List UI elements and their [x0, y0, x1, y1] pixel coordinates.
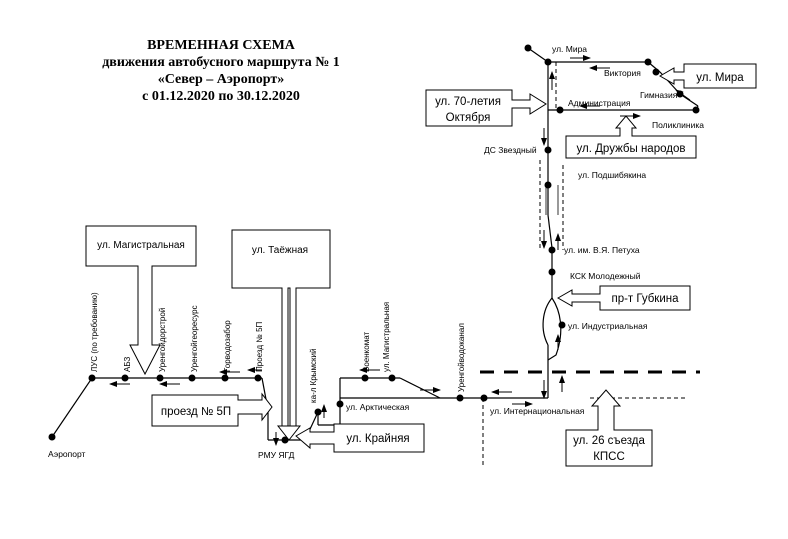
stop-arkticheskaya [336, 400, 344, 408]
label-podshibyakina: ул. Подшибякина [578, 170, 646, 180]
stop-urengoygeoresurs [188, 374, 196, 382]
label-ksk: КСК Молодежный [570, 271, 641, 281]
stop-rmu [281, 436, 289, 444]
callout-oktyabrya-line1: ул. 70-летия [435, 96, 501, 108]
label-krymsky: ка-л Крымский [309, 349, 318, 403]
title-line-1: ВРЕМЕННАЯ СХЕМА [147, 38, 296, 53]
label-gimnaziya: Гимназия [640, 90, 678, 100]
callout-gubkina-text: пр-т Губкина [611, 293, 679, 305]
label-lus: ЛУС (по требованию) [90, 292, 99, 372]
callout-druzhby-text: ул. Дружбы народов [577, 143, 686, 155]
callout-mira-text: ул. Мира [696, 72, 744, 84]
label-mira-top: ул. Мира [552, 44, 587, 54]
stop-petukha [548, 246, 556, 254]
label-poliklinika: Поликлиника [652, 120, 704, 130]
stop-internatsionalnaya [480, 394, 488, 402]
stop-industrialnaya [558, 321, 566, 329]
stop-urengoyvodokanal [456, 394, 464, 402]
label-administratsiya: Администрация [568, 98, 631, 108]
callout-kpss-line2: КПСС [593, 451, 625, 463]
callout-kpss: ул. 26 съезда КПСС [565, 389, 653, 467]
label-petukha: ул. им. В.Я. Петуха [564, 245, 640, 255]
stop-krymsky [314, 408, 322, 416]
label-airport: Аэропорт [48, 449, 86, 459]
label-abz: АБЗ [123, 357, 132, 372]
stop-administratsiya [556, 106, 564, 114]
label-viktoriya: Виктория [604, 68, 641, 78]
callout-gubkina: пр-т Губкина [556, 285, 691, 311]
label-voenkomat: Военкомат [362, 332, 371, 372]
stop-abz [121, 374, 129, 382]
stop-urengoydorstroy [156, 374, 164, 382]
callout-krainyaya-text: ул. Крайняя [346, 433, 409, 445]
label-magistralnaya: ул. Магистральная [382, 302, 391, 372]
callout-magistralnaya: ул. Магистральная [85, 225, 197, 376]
callout-taezhnaya-text: ул. Таёжная [252, 245, 308, 256]
title-line-2: движения автобусного маршрута № 1 [102, 55, 340, 70]
stop-viktoriya [644, 58, 652, 66]
title-line-4: с 01.12.2020 по 30.12.2020 [142, 89, 300, 104]
callout-magistralnaya-text: ул. Магистральная [97, 240, 185, 251]
stop-poliklinika [692, 106, 700, 114]
stop-airport [48, 433, 56, 441]
label-industrialnaya: ул. Индустриальная [568, 321, 648, 331]
label-urengoyvodokanal: Уренгойводоканал [457, 323, 466, 392]
stops [48, 44, 700, 444]
stop-proezd5p [254, 374, 262, 382]
label-gorvodozabor: Горводозабор [223, 320, 232, 372]
callout-kpss-line1: ул. 26 съезда [573, 435, 645, 447]
callout-taezhnaya: ул. Таёжная [231, 229, 331, 441]
callout-druzhby: ул. Дружбы народов [565, 115, 697, 159]
stop-voenkomat [361, 374, 369, 382]
stop-lus [88, 374, 96, 382]
callout-proezd5p: проезд № 5П [151, 392, 273, 427]
label-arkticheskaya: ул. Арктическая [346, 402, 410, 412]
callout-krainyaya: ул. Крайняя [295, 423, 425, 453]
stop-podshibyakina [544, 181, 552, 189]
dashed-lines [480, 62, 700, 465]
stop-gimnaziya [676, 90, 684, 98]
callout-proezd5p-text: проезд № 5П [161, 406, 231, 418]
title-line-3: «Север – Аэропорт» [158, 72, 285, 87]
stop-gorvodozabor [221, 374, 229, 382]
callout-oktyabrya-line2: Октября [446, 112, 491, 124]
label-urengoydorstroy: Уренгойдорстрой [158, 308, 167, 372]
stop-mira-top [524, 44, 532, 52]
stop-ds-zvezdny [544, 146, 552, 154]
callout-mira: ул. Мира [658, 63, 757, 89]
label-ds-zvezdny: ДС Звездный [484, 145, 537, 155]
stop-viktoriya-2 [652, 68, 660, 76]
label-internatsionalnaya: ул. Интернациональная [490, 406, 585, 416]
label-urengoygeoresurs: Уренгойгеоресурс [190, 305, 199, 372]
direction-arrows [109, 55, 691, 446]
label-proezd5p: Проезд № 5П [255, 321, 264, 372]
stop-mira-junction [544, 58, 552, 66]
label-rmu: РМУ ЯГД [258, 450, 295, 460]
stop-magistralnaya [388, 374, 396, 382]
stop-ksk [548, 268, 556, 276]
callout-oktyabrya: ул. 70-летия Октября [425, 89, 547, 127]
